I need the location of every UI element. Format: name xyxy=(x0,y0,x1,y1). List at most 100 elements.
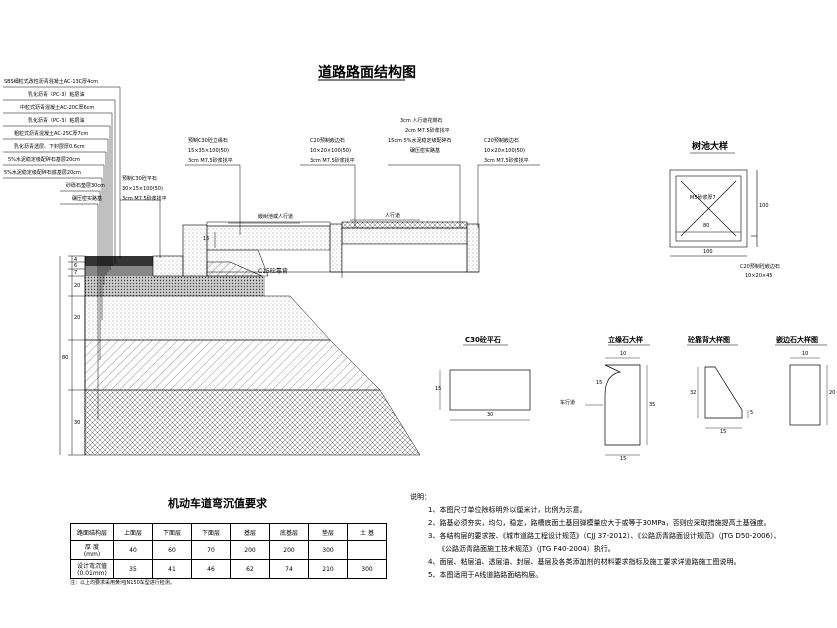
table-cell: 60 xyxy=(152,540,192,560)
sidewalk-callout-1: 3cm 人行道花岗石 xyxy=(400,118,443,124)
notes-title: 说明： xyxy=(410,493,431,501)
table-header-cell: 下面层 xyxy=(152,523,192,541)
layer-label: 乳化沥青（PC-3）粘层油 xyxy=(28,118,85,124)
edge-stone-callout-1: C20预制嵌边石 xyxy=(310,138,345,144)
backfill-label: C15砼靠背 xyxy=(258,268,288,275)
table-header-cell: 上面层 xyxy=(113,523,153,541)
layer-label: 粗粒式沥青混凝土AC-25C厚7cm xyxy=(14,131,89,137)
sidewalk-callout-3: 15cm 5%水泥稳定级配碎石 xyxy=(388,138,452,144)
table-cell: 300 xyxy=(308,540,348,560)
layer-label: 5%水泥稳定级配碎石底基层20cm xyxy=(4,170,81,176)
kerb-callout-3: 3cm M7.5砂浆找平 xyxy=(188,158,233,164)
tree-pit-dim-inner: 80 xyxy=(703,223,710,229)
kerb-callout-2: 15×35×100(50) xyxy=(188,148,229,154)
backfill-dim-b: 5 xyxy=(750,410,754,416)
flat-stone-callout-1: 预制C30砼平石 xyxy=(122,176,157,182)
pavement-section xyxy=(84,221,480,456)
layer-label: SBS细粒式改性沥青混凝土AC-13C厚4cm xyxy=(4,79,98,85)
table-cell: 厚 度 (mm) xyxy=(70,540,114,560)
note-item: 2、路基必须夯实，均匀，稳定，路槽底面土基回弹模量应大于或等于30MPa，否则应… xyxy=(428,519,771,527)
flat-stone-callout-3: 3cm M7.5砂浆找平 xyxy=(122,196,167,202)
backfill-dim-w: 15 xyxy=(720,429,727,435)
kerb-shape xyxy=(604,364,641,446)
sidewalk-callout-4: 碾压密实路基 xyxy=(410,148,441,154)
kerb-callout-1: 预制C30砼立缘石 xyxy=(188,138,228,144)
tree-pit-drawing xyxy=(669,169,758,257)
table-cell: 300 xyxy=(347,559,387,579)
tree-pit-title: 树池大样 xyxy=(692,142,729,152)
edge-stone-right-callout-1: C20预制嵌边石 xyxy=(484,138,519,144)
sidewalk-label: 人行道 xyxy=(385,213,401,219)
kerb-dim-base: 15 xyxy=(620,456,627,462)
kerb-dim-top: 10 xyxy=(620,351,627,357)
layer-label: 5%水泥稳定级配碎石基层20cm xyxy=(8,157,80,163)
table-cell: 35 xyxy=(113,559,153,579)
table-header-row: 路面结构层 上面层 下面层 下面层 基层 底基层 垫层 土 基 xyxy=(70,523,387,541)
table-header-cell: 土 基 xyxy=(347,523,387,541)
layer-label: 乳化沥青透层、下封层厚0.6cm xyxy=(14,144,85,150)
table-header-cell: 路面结构层 xyxy=(70,523,114,541)
edge-stone-callout-2: 10×20×100(50) xyxy=(310,148,351,154)
table-header-cell: 垫层 xyxy=(308,523,348,541)
table-header-cell: 下面层 xyxy=(191,523,231,541)
tree-pit-dim-outer: 100 xyxy=(703,249,713,255)
tree-strip-label: 嵌树池或人行道 xyxy=(258,214,294,220)
table-cell: 40 xyxy=(113,540,153,560)
table-cell: 210 xyxy=(308,559,348,579)
table-cell: 46 xyxy=(191,559,231,579)
kerb-road-label: 车行道 xyxy=(560,400,576,406)
layer-label: 乳化沥青（PC-3）粘层油 xyxy=(28,92,85,98)
edge-stone-callout-3: 3cm M7.5砂浆找平 xyxy=(310,158,355,164)
flat-stone-detail-title: C30砼平石 xyxy=(465,336,501,344)
tree-pit-mortar: M5砂浆厚7 xyxy=(690,195,716,201)
note-item: 5、本图适用于A线道路路面结构层。 xyxy=(428,571,543,579)
tree-pit-stone-2: 10×20×45 xyxy=(745,273,773,279)
layer-label: 中粒式沥青混凝土AC-20C厚6cm xyxy=(20,105,95,111)
tree-pit-dim-side: 100 xyxy=(759,203,769,209)
dim-80: 80 xyxy=(62,355,69,361)
dim-20a: 20 xyxy=(74,283,81,289)
table-cell: 62 xyxy=(230,559,270,579)
dim-30: 30 xyxy=(74,420,81,426)
table-cell: 70 xyxy=(191,540,231,560)
deflection-table: 路面结构层 上面层 下面层 下面层 基层 底基层 垫层 土 基 厚 度 (mm)… xyxy=(70,523,387,579)
edge-dim-w: 10 xyxy=(802,351,809,357)
table-cell: 200 xyxy=(230,540,270,560)
flat-stone-callout-2: 30×15×100(50) xyxy=(122,186,163,192)
table-cell: 200 xyxy=(269,540,309,560)
sidewalk-callout-2: 2cm M7.5砂浆找平 xyxy=(405,128,450,134)
table-row: 设计弯沉值 (0.01mm) 35 41 46 62 74 210 300 xyxy=(70,559,387,579)
edge-detail-title: 嵌边石大样图 xyxy=(776,336,818,344)
dim-6: 6 xyxy=(74,263,78,269)
note-item: 1、本图尺寸单位除标明外以厘米计，比例为示意。 xyxy=(428,506,587,514)
layer-label: 砂砾石垫层30cm xyxy=(66,183,105,189)
depth-dimension-column xyxy=(59,255,85,456)
kerb-detail-title: 立缘石大样 xyxy=(608,336,643,344)
edge-stone-right-callout-3: 3cm M7.5砂浆找平 xyxy=(484,158,529,164)
table-header-cell: 底基层 xyxy=(269,523,309,541)
dim-20b: 20 xyxy=(74,315,81,321)
tree-pit-stone-1: C20预制砼嵌边石 xyxy=(740,264,780,270)
note-item: 3、各结构层的要求按、《城市道路工程设计规范》（CJJ 37-2012）、《公路… xyxy=(428,532,781,540)
edge-stone-right-callout-2: 10×20×100(50) xyxy=(484,148,525,154)
flat-stone-dim-w: 30 xyxy=(487,412,494,418)
backfill-dim-h: 32 xyxy=(690,390,697,396)
backfill-detail-title: 砼靠背大样图 xyxy=(688,336,730,344)
kerb-dim-h: 35 xyxy=(649,402,656,408)
drawing-title: 道路路面结构图 xyxy=(318,65,416,81)
table-cell xyxy=(347,540,387,560)
flat-stone-shape xyxy=(449,369,531,411)
table-cell: 74 xyxy=(269,559,309,579)
flat-stone-dim-h: 15 xyxy=(435,386,442,392)
note-item: 4、面层、粘层油、透层油、封层、基层及各类添加剂的材料要求指标及施工要求详道路施… xyxy=(428,558,741,566)
deflection-title: 机动车道弯沉值要求 xyxy=(168,497,267,510)
layer-leaders xyxy=(3,86,121,420)
table-cell: 41 xyxy=(152,559,192,579)
kerb-height-dim: 15 xyxy=(203,236,210,242)
table-header-cell: 基层 xyxy=(230,523,270,541)
dim-7: 7 xyxy=(74,270,78,276)
table-row: 厚 度 (mm) 40 60 70 200 200 300 xyxy=(70,540,387,560)
backfill-shape xyxy=(704,366,743,419)
dim-4: 4 xyxy=(74,257,78,263)
callout-leaders xyxy=(120,164,540,258)
